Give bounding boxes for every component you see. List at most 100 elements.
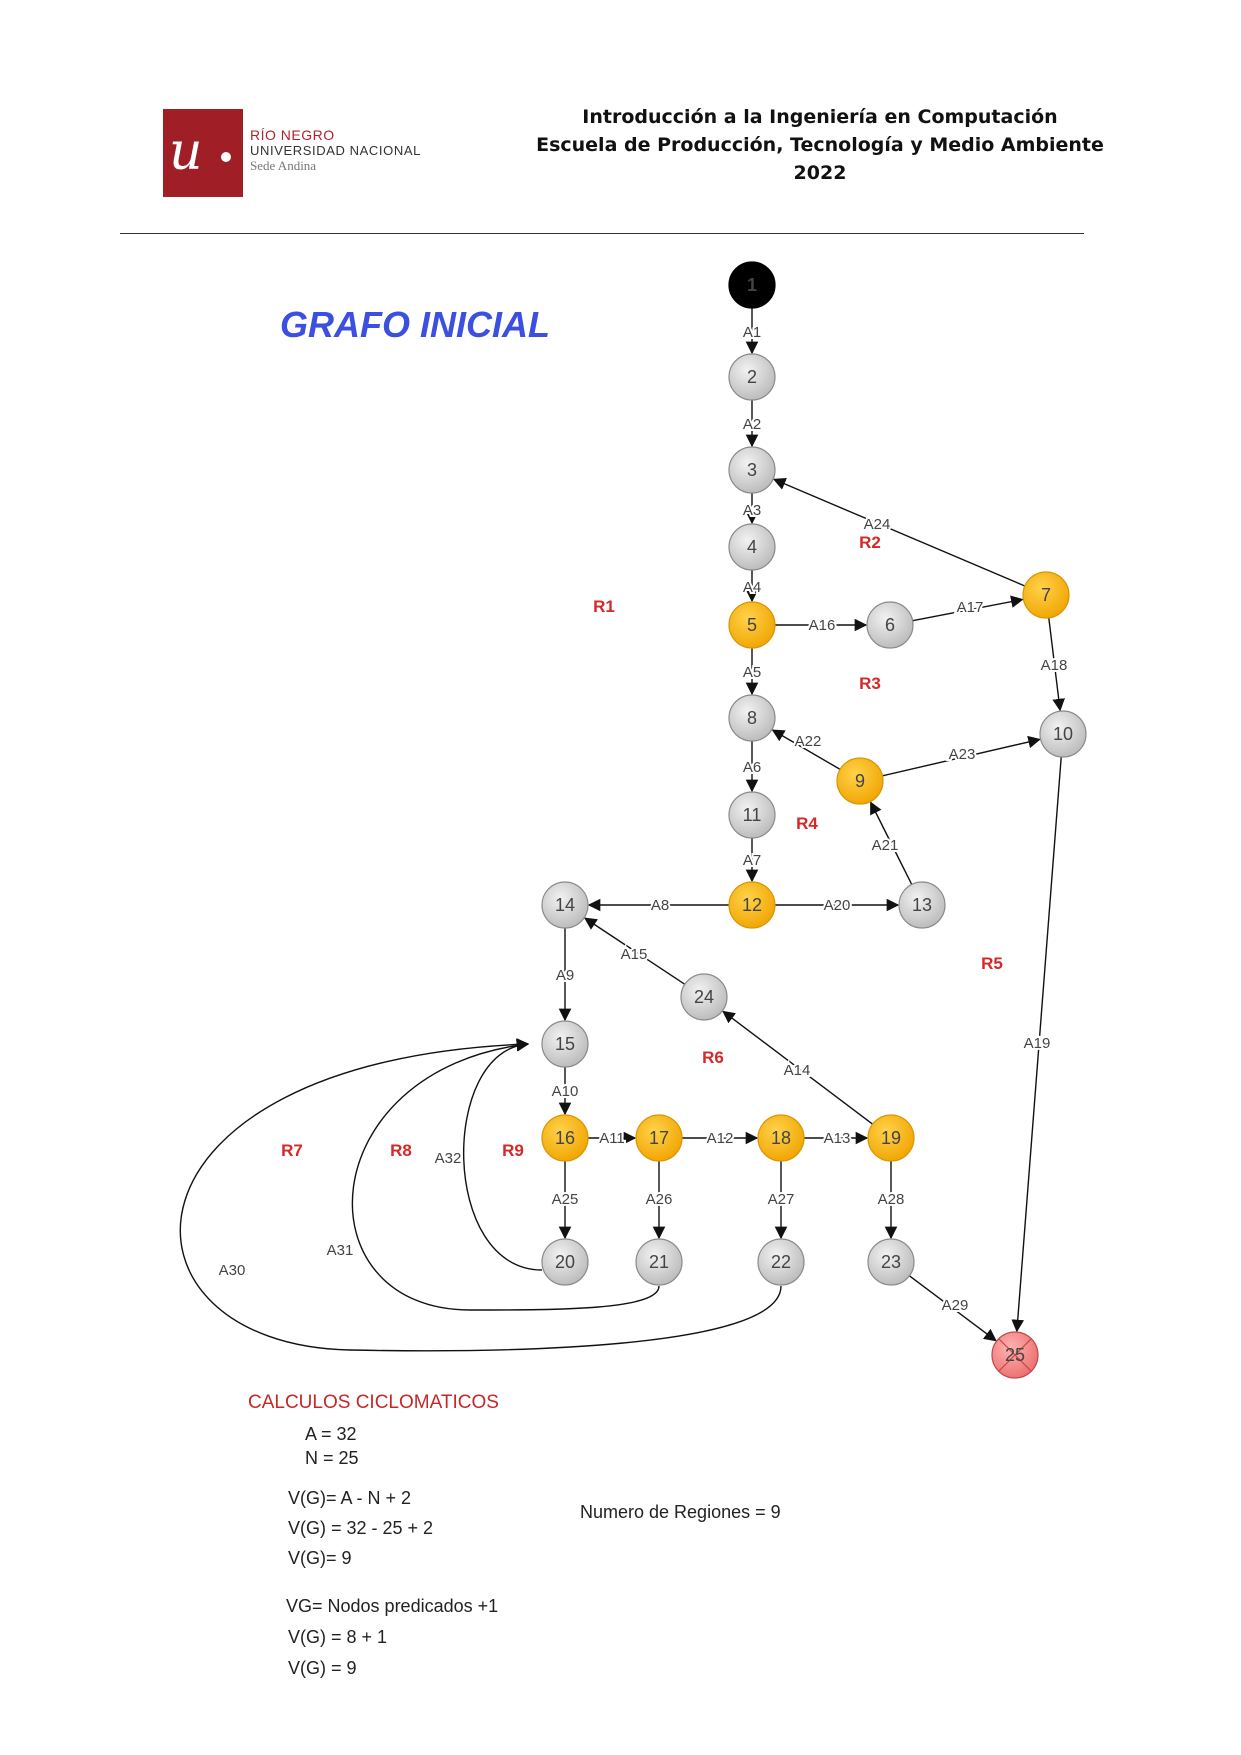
node-circle bbox=[541, 881, 589, 929]
node-12: 12 bbox=[728, 881, 776, 929]
edge-a30: A30 bbox=[179, 1038, 782, 1352]
node-circle bbox=[635, 1114, 683, 1162]
node-2: 2 bbox=[728, 353, 776, 401]
edge-label: A16 bbox=[809, 617, 836, 634]
node-circle bbox=[867, 1238, 915, 1286]
node-8: 8 bbox=[728, 694, 776, 742]
node-label: 13 bbox=[912, 895, 932, 915]
edge-line bbox=[1011, 756, 1062, 1333]
node-circle bbox=[728, 601, 776, 649]
node-label: 2 bbox=[747, 367, 757, 387]
node-label: 23 bbox=[881, 1252, 901, 1272]
edge-label: A26 bbox=[646, 1191, 673, 1208]
edge-a25: A25 bbox=[550, 1161, 580, 1240]
node-circle bbox=[1022, 571, 1070, 619]
region-label-r7: R7 bbox=[281, 1141, 303, 1160]
calc-formula: V(G)= A - N + 2 bbox=[288, 1488, 412, 1508]
edge-label: A3 bbox=[743, 502, 761, 519]
node-label: 21 bbox=[649, 1252, 669, 1272]
region-label-r4: R4 bbox=[796, 814, 818, 833]
node-label: 4 bbox=[747, 537, 757, 557]
edge-a6: A6 bbox=[741, 741, 763, 793]
node-circle bbox=[541, 1114, 589, 1162]
node-11: 11 bbox=[728, 791, 776, 839]
edge-label: A22 bbox=[795, 733, 822, 750]
edge-a31: A31 bbox=[325, 1039, 660, 1311]
node-circle bbox=[728, 694, 776, 742]
edge-label: A29 bbox=[942, 1297, 969, 1314]
node-7: 7 bbox=[1022, 571, 1070, 619]
edge-label: A15 bbox=[621, 946, 648, 963]
node-label: 25 bbox=[1005, 1345, 1025, 1365]
node-14: 14 bbox=[541, 881, 589, 929]
edge-a28: A28 bbox=[876, 1161, 906, 1240]
node-circle bbox=[680, 973, 728, 1021]
edge-label: A17 bbox=[957, 599, 984, 616]
node-label: 15 bbox=[555, 1034, 575, 1054]
node-label: 18 bbox=[771, 1128, 791, 1148]
edge-a1: A1 bbox=[741, 308, 763, 355]
node-label: 16 bbox=[555, 1128, 575, 1148]
edge-a15: A15 bbox=[583, 917, 686, 985]
node-circle bbox=[728, 446, 776, 494]
node-label: 5 bbox=[747, 615, 757, 635]
edge-label: A24 bbox=[864, 516, 891, 533]
node-label: 9 bbox=[855, 771, 865, 791]
node-label: 12 bbox=[742, 895, 762, 915]
edge-line bbox=[772, 478, 1026, 587]
node-13: 13 bbox=[898, 881, 946, 929]
predicate-result: V(G) = 9 bbox=[288, 1658, 357, 1678]
node-circle bbox=[635, 1238, 683, 1286]
region-label-r3: R3 bbox=[859, 674, 881, 693]
node-circle bbox=[866, 601, 914, 649]
node-6: 6 bbox=[866, 601, 914, 649]
edge-a3: A3 bbox=[741, 493, 763, 525]
node-circle bbox=[898, 881, 946, 929]
node-25: 25 bbox=[991, 1331, 1039, 1379]
node-circle bbox=[836, 757, 884, 805]
node-21: 21 bbox=[635, 1238, 683, 1286]
node-16: 16 bbox=[541, 1114, 589, 1162]
university-logo-text: RÍO NEGRO UNIVERSIDAD NACIONAL Sede Andi… bbox=[250, 128, 421, 174]
edge-label: A5 bbox=[743, 664, 761, 681]
logo-university: UNIVERSIDAD NACIONAL bbox=[250, 143, 421, 158]
node-circle bbox=[728, 353, 776, 401]
end-cross-mark bbox=[998, 1338, 1032, 1372]
node-1: 1 bbox=[728, 261, 776, 309]
node-19: 19 bbox=[867, 1114, 915, 1162]
edge-a23: A23 bbox=[882, 735, 1041, 777]
calc-result: V(G)= 9 bbox=[288, 1548, 352, 1568]
node-circle bbox=[757, 1238, 805, 1286]
edge-a20: A20 bbox=[775, 895, 900, 916]
logo-campus: Sede Andina bbox=[250, 158, 317, 173]
node-label: 7 bbox=[1041, 585, 1051, 605]
calc-edges-count: A = 32 bbox=[305, 1424, 357, 1444]
edge-line bbox=[722, 1010, 874, 1125]
edge-label: A27 bbox=[768, 1191, 795, 1208]
node-label: 20 bbox=[555, 1252, 575, 1272]
node-circle bbox=[541, 1238, 589, 1286]
document-header: Introducción a la Ingeniería en Computac… bbox=[520, 103, 1120, 187]
node-label: 8 bbox=[747, 708, 757, 728]
edge-line bbox=[179, 1038, 782, 1352]
region-label-r6: R6 bbox=[702, 1048, 724, 1067]
node-22: 22 bbox=[757, 1238, 805, 1286]
node-circle bbox=[728, 881, 776, 929]
svg-text:u: u bbox=[169, 122, 203, 182]
edge-line bbox=[882, 735, 1041, 777]
node-5: 5 bbox=[728, 601, 776, 649]
edge-a19: A19 bbox=[1011, 756, 1062, 1333]
edge-label: A6 bbox=[743, 759, 761, 776]
node-24: 24 bbox=[680, 973, 728, 1021]
edge-label: A11 bbox=[599, 1130, 625, 1147]
edge-a18: A18 bbox=[1039, 617, 1069, 712]
edge-a10: A10 bbox=[550, 1067, 580, 1116]
node-label: 24 bbox=[694, 987, 714, 1007]
edge-label: A13 bbox=[824, 1130, 851, 1147]
edge-a14: A14 bbox=[722, 1010, 874, 1125]
region-label-r9: R9 bbox=[502, 1141, 524, 1160]
